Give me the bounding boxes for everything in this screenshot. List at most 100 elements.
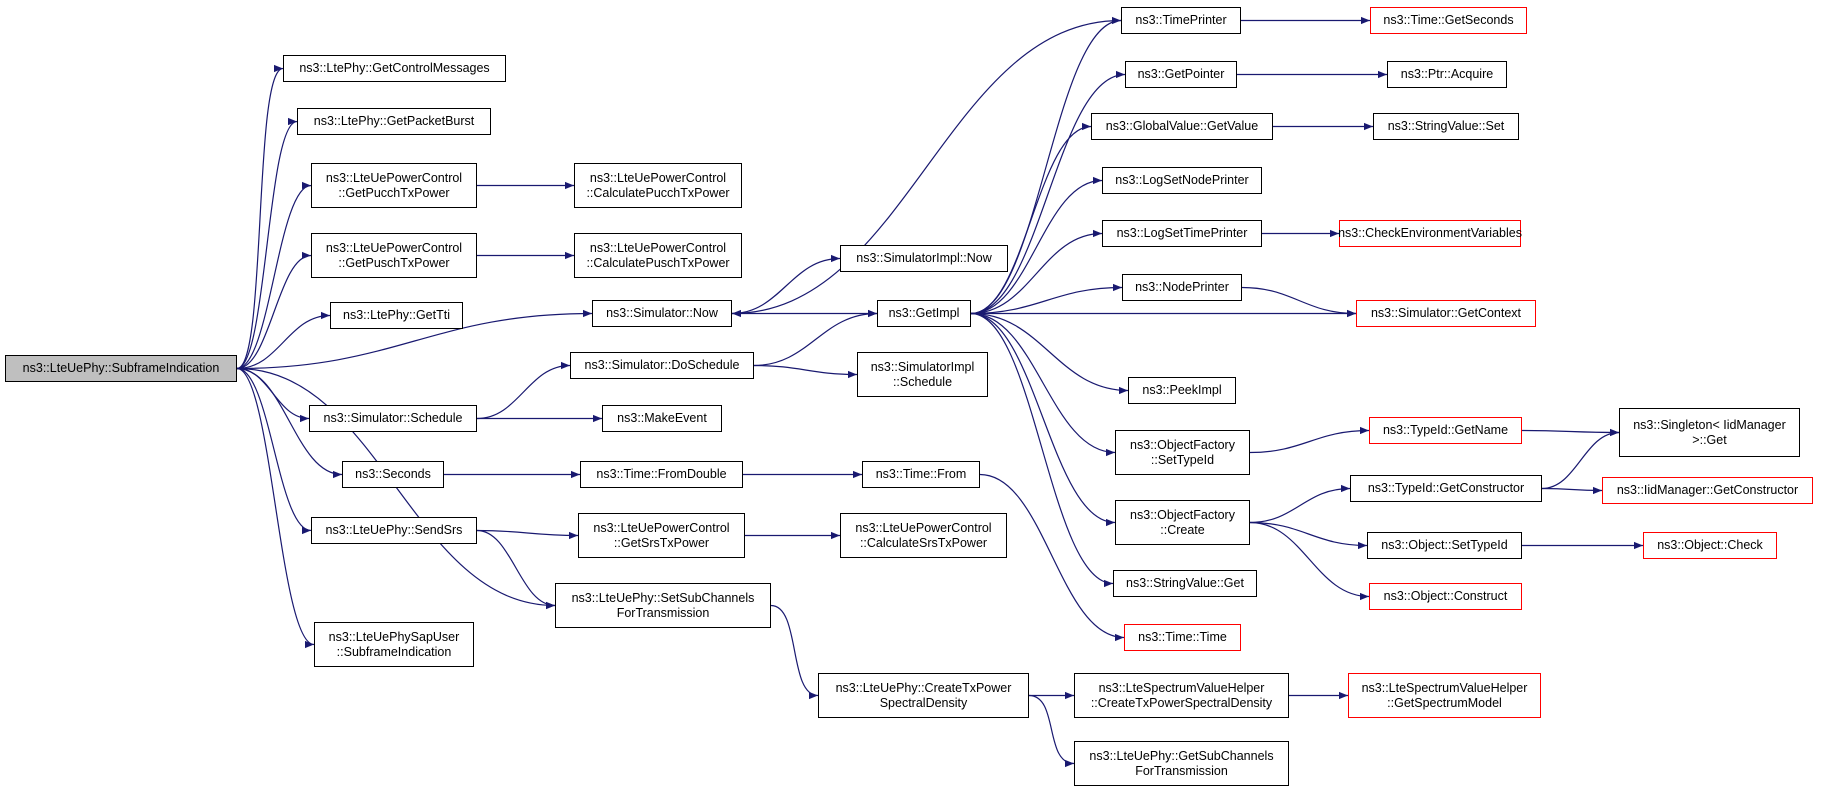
- node-simimplschedule[interactable]: ns3::SimulatorImpl::Schedule: [857, 352, 988, 397]
- edge-getimpl-to-globalgetvalue: [970, 122, 1092, 315]
- edge-simschedule-to-doschedule: [476, 361, 571, 420]
- node-label-line: ns3::LogSetNodePrinter: [1115, 173, 1249, 187]
- node-calcpusch[interactable]: ns3::LteUePowerControl::CalculatePuschTx…: [574, 233, 742, 278]
- edge-getimpl-to-lognodeprinter: [970, 176, 1103, 315]
- edge-doschedule-to-getimpl: [753, 309, 878, 367]
- node-label-line: ::SubframeIndication: [336, 644, 452, 659]
- edge-ofcreate-to-objsettypeid: [1249, 521, 1368, 550]
- node-calcpucch[interactable]: ns3::LteUePowerControl::CalculatePucchTx…: [574, 163, 742, 208]
- node-logtimeprinter[interactable]: ns3::LogSetTimePrinter: [1102, 220, 1262, 247]
- node-sendsrs[interactable]: ns3::LteUePhy::SendSrs: [311, 517, 477, 544]
- node-peekimpl[interactable]: ns3::PeekImpl: [1128, 377, 1236, 404]
- node-getpacketburst[interactable]: ns3::LtePhy::GetPacketBurst: [297, 108, 491, 135]
- node-objcheck[interactable]: ns3::Object::Check: [1643, 532, 1777, 559]
- node-label-line: ns3::GetPointer: [1137, 67, 1225, 81]
- node-label-line: ::CalculatePuschTxPower: [586, 255, 730, 270]
- node-label-line: ns3::LteUePhy::SetSubChannels: [571, 590, 755, 605]
- node-label-line: ns3::Time::From: [875, 467, 967, 481]
- node-label-line: ns3::LteSpectrumValueHelper: [1098, 680, 1265, 695]
- node-lognodeprinter[interactable]: ns3::LogSetNodePrinter: [1102, 167, 1262, 194]
- node-root[interactable]: ns3::LteUePhy::SubframeIndication: [5, 355, 237, 382]
- node-getcontrolmessages[interactable]: ns3::LtePhy::GetControlMessages: [283, 55, 506, 82]
- node-getpucchtxpower[interactable]: ns3::LteUePowerControl::GetPucchTxPower: [311, 163, 477, 208]
- edge-root-to-sendsrs: [236, 367, 312, 535]
- node-label-line: ns3::Simulator::GetContext: [1370, 306, 1522, 320]
- node-label-line: ns3::Simulator::Schedule: [323, 411, 463, 425]
- node-timetime[interactable]: ns3::Time::Time: [1124, 624, 1241, 651]
- node-label-line: ns3::LtePhy::GetTti: [343, 308, 450, 322]
- node-nodeprinter[interactable]: ns3::NodePrinter: [1122, 274, 1242, 301]
- node-label-line: ::CreateTxPowerSpectralDensity: [1090, 695, 1273, 710]
- node-label-line: ns3::StringValue::Get: [1126, 576, 1244, 590]
- node-ptracquire[interactable]: ns3::Ptr::Acquire: [1387, 61, 1507, 88]
- node-getspectrummodel[interactable]: ns3::LteSpectrumValueHelper::GetSpectrum…: [1348, 673, 1541, 718]
- node-checkenv[interactable]: ns3::CheckEnvironmentVariables: [1338, 220, 1522, 247]
- node-makeevent[interactable]: ns3::MakeEvent: [602, 405, 722, 432]
- node-typeidgetctor[interactable]: ns3::TypeId::GetConstructor: [1350, 475, 1542, 502]
- node-helpercreatepsd[interactable]: ns3::LteSpectrumValueHelper::CreateTxPow…: [1074, 673, 1289, 718]
- node-label-line: ::SetTypeId: [1150, 452, 1215, 467]
- node-label-line: ns3::Object::Construct: [1383, 589, 1508, 603]
- node-label-line: ::Schedule: [892, 374, 953, 389]
- node-label-line: ns3::LteUePowerControl: [593, 520, 730, 535]
- node-singletonget[interactable]: ns3::Singleton< IidManager>::Get: [1619, 408, 1800, 457]
- node-stringvalueget[interactable]: ns3::StringValue::Get: [1113, 570, 1257, 597]
- node-sapuser[interactable]: ns3::LteUePhySapUser::SubframeIndication: [314, 622, 474, 667]
- node-label-line: ns3::LtePhy::GetControlMessages: [299, 61, 490, 75]
- node-label-line: ns3::GetImpl: [888, 306, 960, 320]
- node-objsettypeid[interactable]: ns3::Object::SetTypeId: [1367, 532, 1522, 559]
- edge-sendsrs-to-setsubchannels: [476, 529, 556, 610]
- edge-simnow-to-simimplnow: [731, 254, 841, 315]
- node-label-line: ::GetPucchTxPower: [338, 185, 450, 200]
- node-simschedule[interactable]: ns3::Simulator::Schedule: [309, 405, 477, 432]
- edge-getimpl-to-stringvalueget: [970, 312, 1114, 588]
- node-ofsettypeid[interactable]: ns3::ObjectFactory::SetTypeId: [1115, 430, 1250, 475]
- node-ofcreate[interactable]: ns3::ObjectFactory::Create: [1115, 500, 1250, 545]
- node-label-line: ns3::SimulatorImpl::Now: [856, 251, 992, 265]
- node-label-line: ns3::LteUePowerControl: [325, 170, 463, 185]
- node-getimpl[interactable]: ns3::GetImpl: [877, 300, 971, 327]
- node-label-line: ns3::CheckEnvironmentVariables: [1338, 226, 1522, 240]
- edge-ofcreate-to-objconstruct: [1249, 521, 1370, 601]
- node-objconstruct[interactable]: ns3::Object::Construct: [1369, 583, 1522, 610]
- node-gettti[interactable]: ns3::LtePhy::GetTti: [330, 302, 463, 329]
- node-getseconds[interactable]: ns3::Time::GetSeconds: [1370, 7, 1527, 34]
- edge-createtxpsd-to-getsubchannels: [1028, 694, 1075, 768]
- node-label-line: ns3::LteUePhy::SendSrs: [325, 523, 463, 537]
- edge-typeidgetctor-to-iidgetctor: [1541, 486, 1603, 495]
- edge-root-to-getcontrolmessages: [236, 64, 284, 370]
- node-label-line: ::CalculatePucchTxPower: [586, 185, 730, 200]
- node-getcontext[interactable]: ns3::Simulator::GetContext: [1356, 300, 1536, 327]
- node-timeprinter[interactable]: ns3::TimePrinter: [1121, 7, 1241, 34]
- node-stringvalueset[interactable]: ns3::StringValue::Set: [1373, 113, 1519, 140]
- node-label-line: ::GetSrsTxPower: [613, 535, 710, 550]
- node-getpuschtxpower[interactable]: ns3::LteUePowerControl::GetPuschTxPower: [311, 233, 477, 278]
- node-seconds[interactable]: ns3::Seconds: [342, 461, 444, 488]
- node-label-line: ns3::GlobalValue::GetValue: [1105, 119, 1259, 133]
- node-label-line: ns3::IidManager::GetConstructor: [1616, 483, 1799, 497]
- node-iidgetctor[interactable]: ns3::IidManager::GetConstructor: [1602, 477, 1813, 504]
- node-label-line: ForTransmission: [1135, 763, 1228, 778]
- node-label-line: ns3::LteSpectrumValueHelper: [1361, 680, 1528, 695]
- edge-timefrom-to-timetime: [979, 473, 1125, 642]
- node-simnow[interactable]: ns3::Simulator::Now: [592, 300, 732, 327]
- edge-ofsettypeid-to-typeidgetname: [1249, 426, 1370, 454]
- node-globalgetvalue[interactable]: ns3::GlobalValue::GetValue: [1091, 113, 1273, 140]
- node-calcsrs[interactable]: ns3::LteUePowerControl::CalculateSrsTxPo…: [840, 513, 1007, 558]
- node-label-line: ns3::TypeId::GetConstructor: [1367, 481, 1525, 495]
- node-doschedule[interactable]: ns3::Simulator::DoSchedule: [570, 352, 754, 379]
- edge-getimpl-to-ofsettypeid: [970, 312, 1116, 457]
- node-typeidgetname[interactable]: ns3::TypeId::GetName: [1369, 417, 1522, 444]
- node-timefrom[interactable]: ns3::Time::From: [862, 461, 980, 488]
- node-label-line: ns3::Object::Check: [1657, 538, 1763, 552]
- node-getpointer[interactable]: ns3::GetPointer: [1125, 61, 1237, 88]
- node-label-line: ns3::LtePhy::GetPacketBurst: [313, 114, 475, 128]
- node-getsrstxpower[interactable]: ns3::LteUePowerControl::GetSrsTxPower: [578, 513, 745, 558]
- node-simimplnow[interactable]: ns3::SimulatorImpl::Now: [840, 245, 1008, 272]
- node-fromdouble[interactable]: ns3::Time::FromDouble: [580, 461, 743, 488]
